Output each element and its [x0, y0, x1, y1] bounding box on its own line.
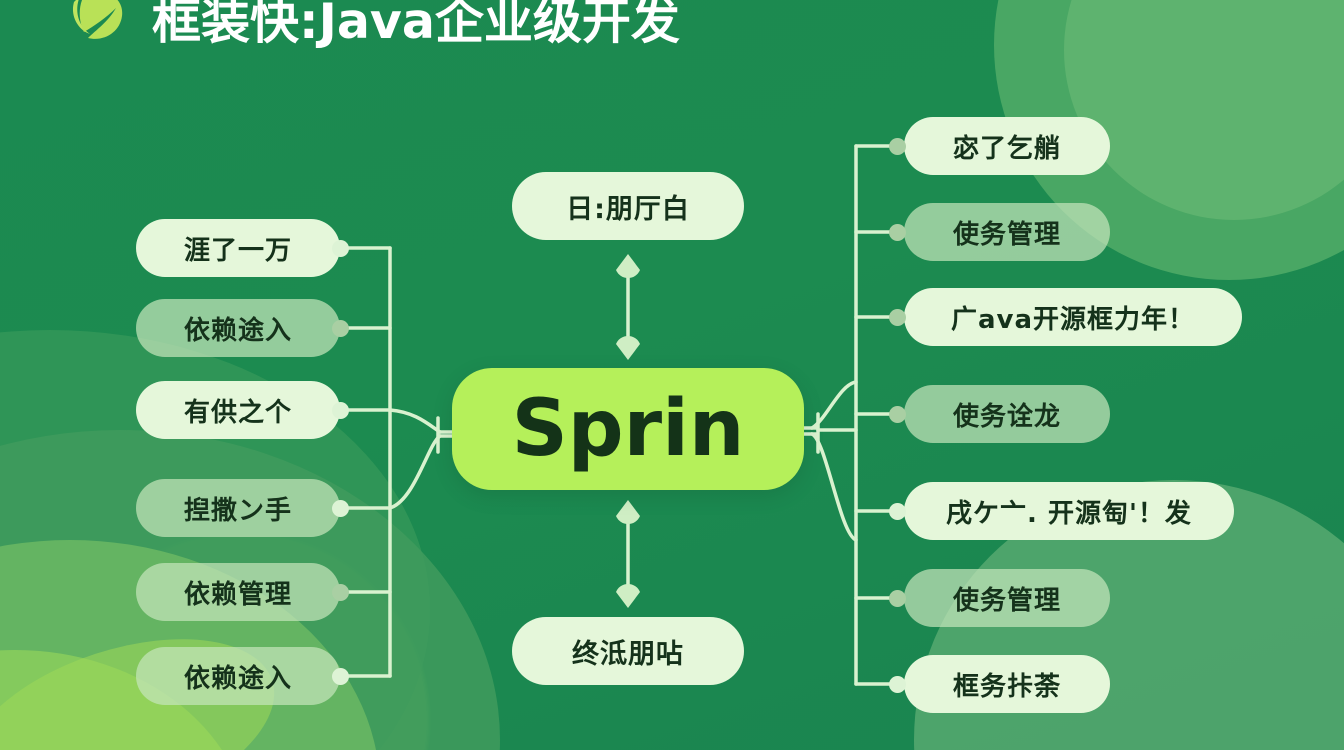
connector-dot-right-3 [889, 309, 906, 326]
mindmap-center-node[interactable]: Sprin [452, 368, 804, 490]
page-header: 框装快:Java企业级开发 [0, 0, 680, 53]
connector-dot-right-2 [889, 224, 906, 241]
connector-dot-left-1 [332, 240, 349, 257]
mindmap-node-right-3[interactable]: 广ava开源框力年！ [904, 288, 1242, 346]
connector-dot-left-5 [332, 584, 349, 601]
connector-dot-left-4 [332, 500, 349, 517]
mindmap-node-left-5[interactable]: 依赖管理 [136, 563, 340, 621]
connector-dot-right-4 [889, 406, 906, 423]
mindmap-node-left-1[interactable]: 涯了一万 [136, 219, 340, 277]
connector-dot-left-3 [332, 402, 349, 419]
mindmap-node-right-7[interactable]: 框务拤荼 [904, 655, 1110, 713]
connector-dot-left-2 [332, 320, 349, 337]
connector-dot-right-6 [889, 590, 906, 607]
mindmap-node-right-4[interactable]: 使务诠龙 [904, 385, 1110, 443]
mindmap-node-right-2[interactable]: 使务管理 [904, 203, 1110, 261]
mindmap-node-left-6[interactable]: 依赖途入 [136, 647, 340, 705]
mindmap-node-top[interactable]: 日:朋厅白 [512, 172, 744, 240]
connector-dot-right-7 [889, 676, 906, 693]
page-title: 框装快:Java企业级开发 [152, 0, 680, 50]
mindmap-node-right-1[interactable]: 宓了乞艄 [904, 117, 1110, 175]
connector-dot-right-5 [889, 503, 906, 520]
mindmap-node-left-3[interactable]: 有供之个 [136, 381, 340, 439]
mindmap-node-left-4[interactable]: 揑撒ン手 [136, 479, 340, 537]
connector-dot-left-6 [332, 668, 349, 685]
spring-leaf-icon [73, 0, 123, 39]
mindmap-node-right-5[interactable]: 戌ケ亠. 开源匋'！发 [904, 482, 1234, 540]
mindmap-node-right-6[interactable]: 使务管理 [904, 569, 1110, 627]
mindmap-node-bottom[interactable]: 终泜朋呫 [512, 617, 744, 685]
mindmap-node-left-2[interactable]: 依赖途入 [136, 299, 340, 357]
connector-dot-right-1 [889, 138, 906, 155]
